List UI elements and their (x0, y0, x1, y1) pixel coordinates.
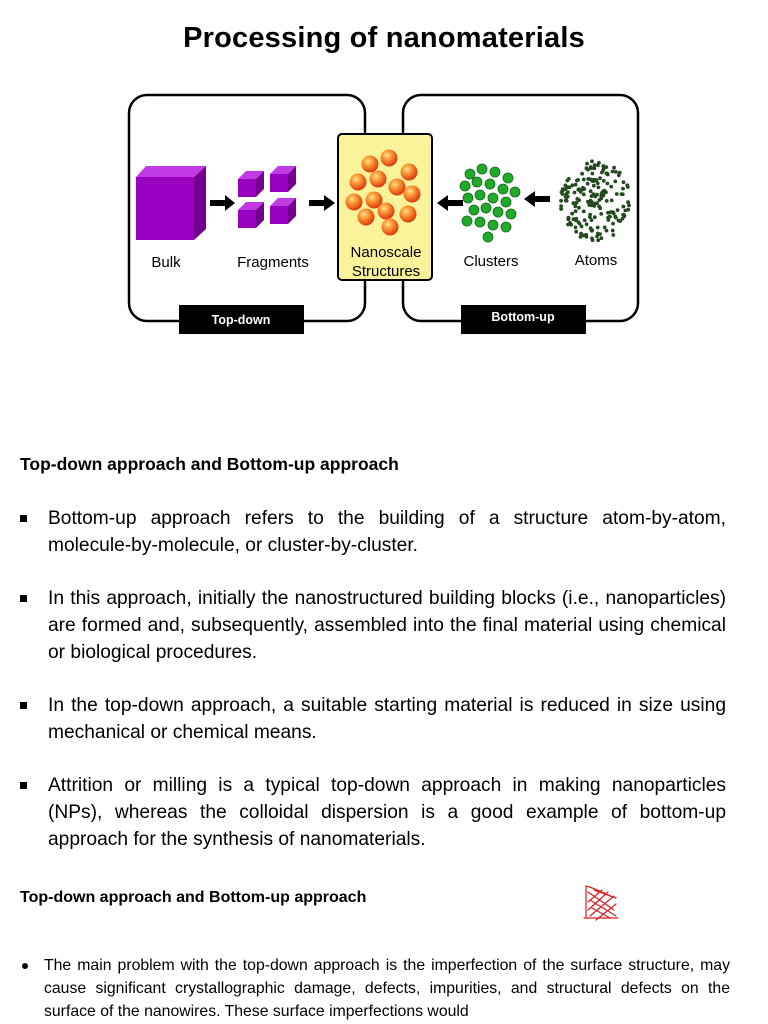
section-heading: Top-down approach and Bottom-up approach (20, 454, 399, 474)
bottom-up-tag (461, 305, 586, 334)
nanoscale-label: Nanoscale (351, 244, 422, 261)
section-heading-2: Top-down approach and Bottom-up approach (20, 889, 367, 906)
top-down-tag-label: Top-down (212, 313, 271, 327)
bullet-text: Bottom-up approach refers to the buildin… (48, 508, 726, 556)
structures-label: Structures (352, 263, 420, 280)
scribble-mark-icon (583, 885, 619, 921)
bulk-label: Bulk (151, 254, 181, 271)
nanoparticles-icon (345, 149, 421, 236)
bottom-up-tag-label: Bottom-up (491, 310, 555, 324)
square-bullet-icon (20, 782, 27, 789)
list-item: In this approach, initially the nanostru… (20, 585, 726, 666)
fragments-icon (238, 166, 296, 228)
clusters-label: Clusters (463, 253, 518, 270)
page-title: Processing of nanomaterials (183, 22, 585, 54)
clusters-icon (459, 163, 521, 243)
processing-diagram: Bulk Fragments Nanoscale Structures Clus… (127, 93, 640, 334)
bullet-text: In this approach, initially the nanostru… (48, 588, 726, 663)
arrow-left-icon (437, 195, 463, 211)
atoms-icon (559, 159, 631, 243)
bullet-list-2: The main problem with the top-down appro… (20, 954, 730, 1023)
list-item: Attrition or milling is a typical top-do… (20, 772, 726, 853)
list-item: In the top-down approach, a suitable sta… (20, 692, 726, 746)
square-bullet-icon (20, 595, 27, 602)
round-bullet-icon (22, 963, 28, 969)
atoms-label: Atoms (575, 252, 618, 269)
bullet-text: The main problem with the top-down appro… (44, 957, 730, 1020)
bullet-text: In the top-down approach, a suitable sta… (48, 695, 726, 743)
bullet-text: Attrition or milling is a typical top-do… (48, 775, 726, 850)
top-down-tag (179, 305, 304, 334)
bulk-cube-icon (136, 166, 206, 240)
square-bullet-icon (20, 702, 27, 709)
bottom-up-panel (401, 93, 640, 323)
arrow-right-icon (309, 195, 335, 211)
arrow-right-icon (210, 195, 235, 211)
fragments-label: Fragments (237, 254, 309, 271)
list-item: Bottom-up approach refers to the buildin… (20, 505, 726, 559)
bullet-list: Bottom-up approach refers to the buildin… (20, 505, 726, 879)
arrow-left-icon (524, 191, 550, 207)
list-item: The main problem with the top-down appro… (20, 954, 730, 1023)
square-bullet-icon (20, 515, 27, 522)
